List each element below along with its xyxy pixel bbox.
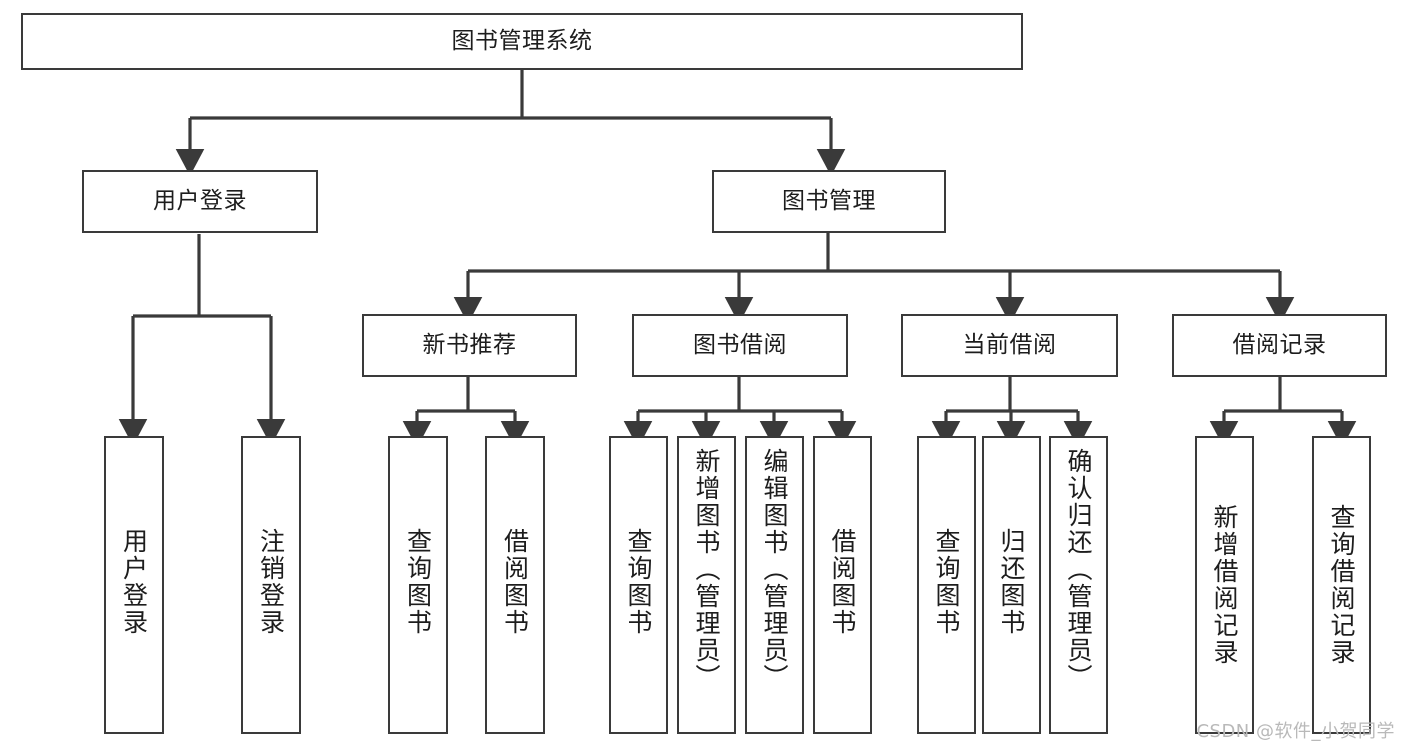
node-book-management[interactable]: 图书管理 xyxy=(712,170,946,233)
node-label: 借阅记录 xyxy=(1232,332,1327,359)
node-label: 新增图书（管理员） xyxy=(692,448,721,691)
node-leaf-borrow-book-newbook[interactable]: 借阅图书 xyxy=(485,436,545,734)
node-leaf-return-book[interactable]: 归还图书 xyxy=(982,436,1041,734)
node-label: 查询图书 xyxy=(932,528,961,636)
node-leaf-user-logout[interactable]: 注销登录 xyxy=(241,436,301,734)
node-leaf-query-borrow-record[interactable]: 查询借阅记录 xyxy=(1312,436,1371,734)
node-label: 查询图书 xyxy=(624,528,653,636)
node-book-borrow[interactable]: 图书借阅 xyxy=(632,314,848,377)
node-leaf-query-book-newbook[interactable]: 查询图书 xyxy=(388,436,448,734)
node-label: 借阅图书 xyxy=(500,528,530,636)
node-label: 新增借阅记录 xyxy=(1210,504,1239,666)
node-label: 图书借阅 xyxy=(693,332,787,359)
node-label: 编辑图书（管理员） xyxy=(760,448,789,691)
node-leaf-add-book-admin[interactable]: 新增图书（管理员） xyxy=(677,436,736,734)
node-leaf-confirm-return-admin[interactable]: 确认归还（管理员） xyxy=(1049,436,1108,734)
node-borrow-record[interactable]: 借阅记录 xyxy=(1172,314,1387,377)
node-label: 注销登录 xyxy=(256,528,286,636)
node-label: 图书管理系统 xyxy=(451,28,593,55)
node-leaf-user-login[interactable]: 用户登录 xyxy=(104,436,164,734)
node-label: 借阅图书 xyxy=(828,528,857,636)
node-label: 查询图书 xyxy=(403,528,433,636)
node-current-borrow[interactable]: 当前借阅 xyxy=(901,314,1118,377)
node-leaf-add-borrow-record[interactable]: 新增借阅记录 xyxy=(1195,436,1254,734)
node-label: 图书管理 xyxy=(782,188,876,215)
node-label: 用户登录 xyxy=(153,188,247,215)
node-label: 新书推荐 xyxy=(422,332,517,359)
node-new-book-recommend[interactable]: 新书推荐 xyxy=(362,314,577,377)
node-label: 用户登录 xyxy=(119,528,149,636)
node-root-book-management-system[interactable]: 图书管理系统 xyxy=(21,13,1023,70)
node-user-login[interactable]: 用户登录 xyxy=(82,170,318,233)
node-label: 确认归还（管理员） xyxy=(1064,448,1093,691)
node-label: 查询借阅记录 xyxy=(1327,504,1356,666)
node-label: 归还图书 xyxy=(997,528,1026,636)
node-leaf-query-book-borrow[interactable]: 查询图书 xyxy=(609,436,668,734)
node-leaf-borrow-book-borrow[interactable]: 借阅图书 xyxy=(813,436,872,734)
node-leaf-query-book-current[interactable]: 查询图书 xyxy=(917,436,976,734)
node-label: 当前借阅 xyxy=(962,332,1057,359)
node-leaf-edit-book-admin[interactable]: 编辑图书（管理员） xyxy=(745,436,804,734)
